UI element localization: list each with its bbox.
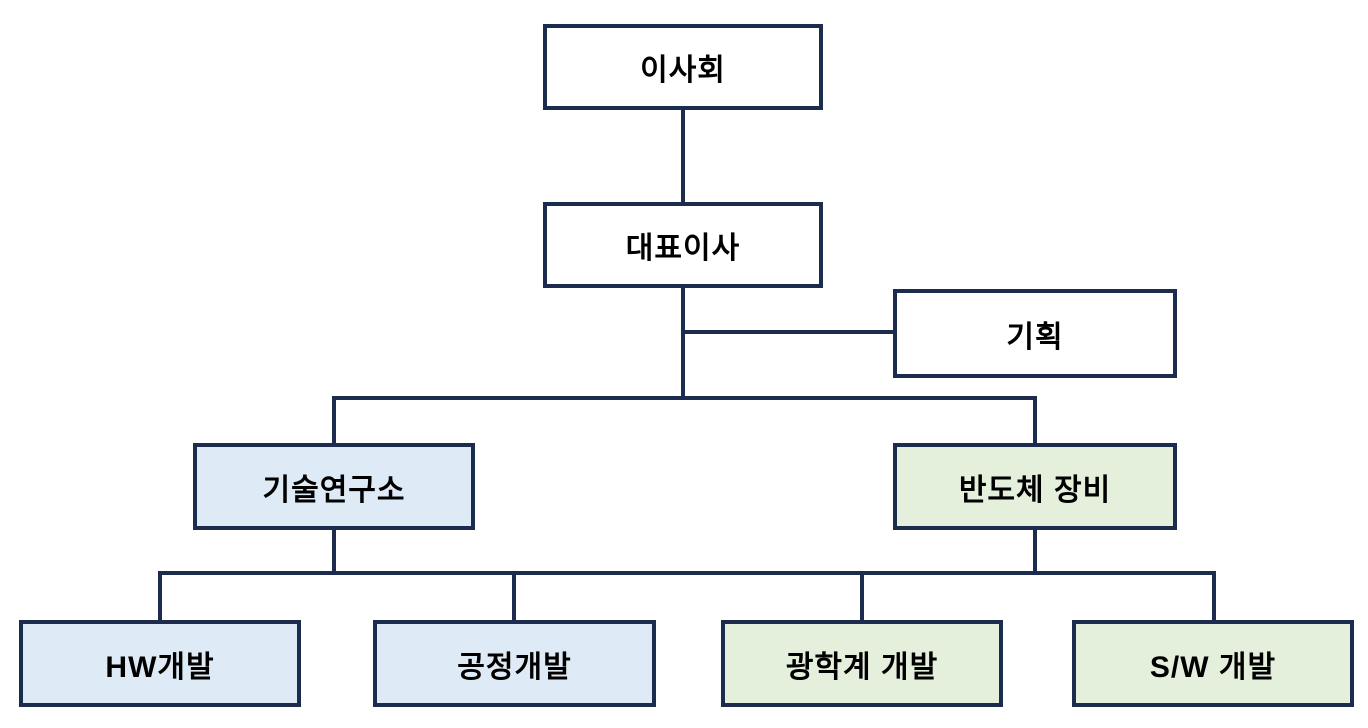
connector-drop-semi-equip [1033,396,1037,443]
connector-level3-branch [158,571,1216,575]
node-board-of-directors: 이사회 [543,24,823,110]
connector-drop-tech-lab [332,396,336,443]
connector-tech-lab-to-branch [332,530,336,575]
node-process-development: 공정개발 [373,620,656,707]
connector-drop-sw-dev [1212,571,1216,620]
connector-drop-optics-dev [860,571,864,620]
connector-ceo-to-planning [681,330,893,334]
node-hw-development: HW개발 [19,620,301,707]
connector-drop-hw-dev [158,571,162,620]
connector-semi-equip-to-branch [1033,530,1037,575]
node-ceo: 대표이사 [543,202,823,288]
node-sw-development: S/W 개발 [1072,620,1354,707]
node-tech-research-lab: 기술연구소 [193,443,475,530]
node-semiconductor-equipment: 반도체 장비 [893,443,1177,530]
connector-drop-process-dev [512,571,516,620]
node-planning: 기획 [893,289,1177,378]
connector-ceo-to-branch [681,288,685,400]
connector-board-to-ceo [681,110,685,202]
node-optics-development: 광학계 개발 [721,620,1003,707]
connector-level2-branch [332,396,1037,400]
